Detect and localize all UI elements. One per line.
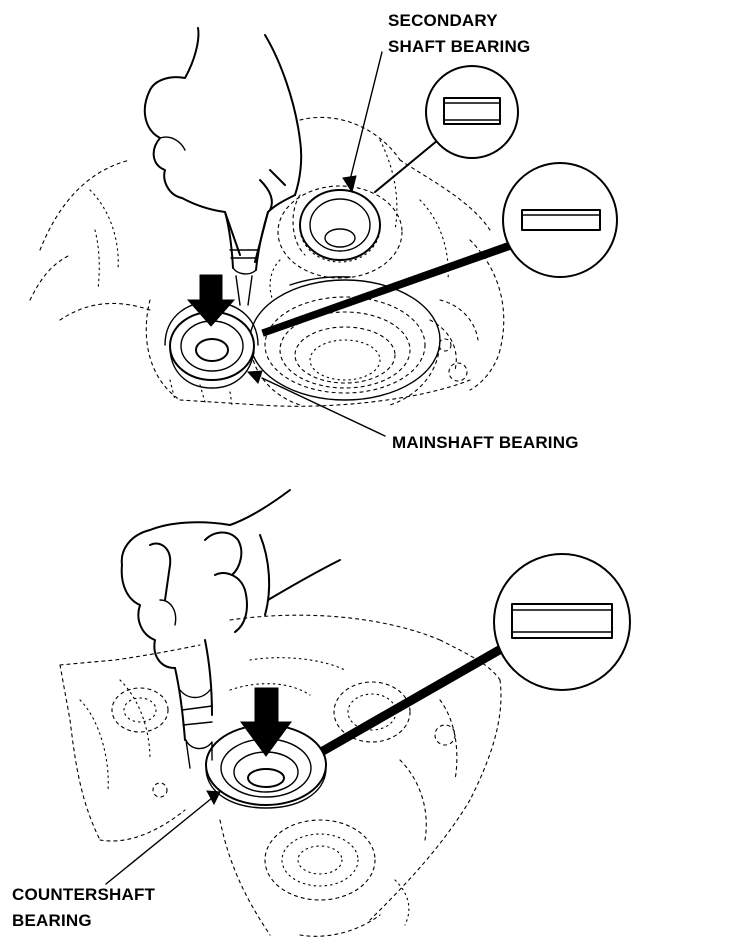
secondary-shaft-bearing-label-line1: SECONDARY <box>388 11 498 30</box>
secondary-shaft-bearing <box>277 185 403 279</box>
mainshaft-bearing <box>164 301 259 389</box>
bottom-illustration: COUNTERSHAFT BEARING <box>12 489 631 937</box>
countershaft-bearing-detail-callout <box>319 553 631 756</box>
secondary-shaft-bearing-label-line2: SHAFT BEARING <box>388 37 530 56</box>
countershaft-bearing-label-line2: BEARING <box>12 911 92 930</box>
down-arrow-icon <box>240 687 292 757</box>
top-leader-lines <box>246 51 386 437</box>
top-transmission-housing <box>29 116 505 407</box>
top-hand-with-tool <box>143 27 303 306</box>
down-arrow-icon <box>186 274 236 327</box>
mainshaft-bearing-detail-callout <box>261 162 618 337</box>
top-illustration: SECONDARY SHAFT BEARING MAINSHAFT BEARIN… <box>29 11 618 452</box>
mainshaft-bearing-label: MAINSHAFT BEARING <box>392 433 579 452</box>
bearing-cross-section-icon <box>511 603 613 639</box>
secondary-bearing-detail-callout <box>374 65 519 193</box>
bearing-cross-section-icon <box>443 97 501 125</box>
bottom-leader-lines <box>105 790 221 885</box>
countershaft-bearing-label-line1: COUNTERSHAFT <box>12 885 156 904</box>
bottom-hand-with-tool <box>120 489 341 769</box>
bearing-cross-section-icon <box>521 209 601 231</box>
